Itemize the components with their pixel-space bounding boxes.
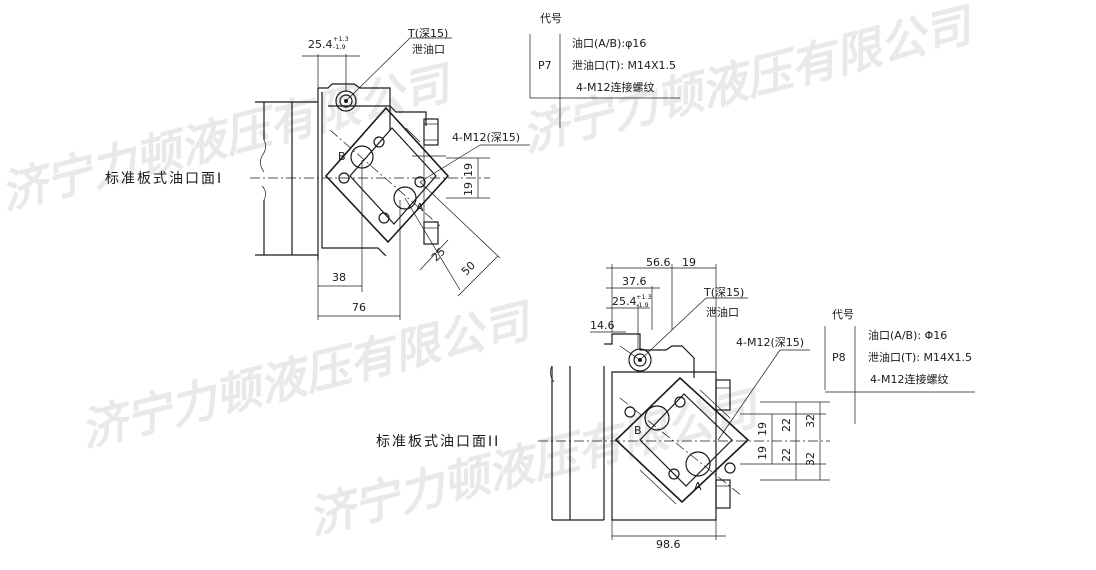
- view-2: [538, 264, 975, 540]
- watermark: 济宁力顿液压有限公司 济宁力顿液压有限公司 济宁力顿液压有限公司 济宁力顿液压有…: [0, 0, 981, 545]
- dim-19-1: 19: [462, 163, 475, 177]
- bolt-label-2: 4-M12(深15): [736, 336, 804, 349]
- spec-line-2: 4-M12连接螺纹: [870, 372, 948, 386]
- dim-25-4-2: 25.4: [612, 295, 637, 308]
- dim-19-2: 19: [756, 446, 769, 460]
- spec-line-2: 泄油口(T): M14X1.5: [868, 350, 972, 364]
- dim-19-2: 19: [756, 422, 769, 436]
- bolt-hole-1: [414, 176, 426, 188]
- port-b-label-1: B: [338, 150, 346, 163]
- dim-14-6-2: 14.6: [590, 319, 615, 332]
- dim-19-1: 19: [462, 182, 475, 196]
- dim-56-6-2: 56.6: [646, 256, 671, 269]
- dim-76-1: 76: [352, 301, 366, 314]
- face-label-2: 标准板式油口面II: [376, 434, 500, 450]
- bolt-hole-2: [668, 468, 680, 480]
- dim-tol-up-2: +1.3: [636, 293, 652, 301]
- port-a-label-1: A: [416, 201, 424, 214]
- spec-line-1: 4-M12连接螺纹: [576, 80, 654, 94]
- pump-body-1: [255, 88, 319, 260]
- spec-line-2: 油口(A/B): Φ16: [868, 328, 947, 342]
- bolt-hole-2: [724, 462, 736, 474]
- bolt-hole-2: [674, 396, 686, 408]
- t-port-2: [628, 348, 652, 372]
- code-1: P7: [538, 59, 552, 72]
- spec-table-2: [824, 326, 975, 424]
- dim-25-4-1: 25.4: [308, 38, 333, 51]
- pump-body-2: [550, 365, 605, 521]
- bolt-hole-1: [373, 136, 385, 148]
- dim-37-6-2: 37.6: [622, 275, 647, 288]
- watermark-text: 济宁力顿液压有限公司: [75, 293, 539, 458]
- drain-label-2: 泄油口: [706, 305, 739, 319]
- dim-98-6-2: 98.6: [656, 538, 681, 551]
- dim-tol-dn-2: -1.9: [636, 301, 649, 309]
- dim-22-2: 22: [780, 418, 793, 432]
- dim-tol-dn-1: -1.9: [333, 43, 346, 51]
- dim-32-2: 32: [804, 452, 817, 466]
- code-header-2: 代号: [832, 308, 854, 321]
- dim-38-1: 38: [332, 271, 346, 284]
- dim-22-2: 22: [780, 448, 793, 462]
- watermark-text: 济宁力顿液压有限公司: [0, 55, 459, 220]
- dim-32-2: 32: [804, 414, 817, 428]
- code-header-1: 代号: [540, 12, 562, 25]
- t-port-label-2: T(深15): [703, 286, 744, 299]
- dim-tol-up-1: +1.3: [333, 35, 349, 43]
- drain-label-1: 泄油口: [412, 42, 445, 56]
- bolt-hole-1: [378, 212, 390, 224]
- t-port-label-1: T(深15): [407, 27, 448, 40]
- bolt-label-1: 4-M12(深15): [452, 131, 520, 144]
- port-a-1: [393, 186, 417, 210]
- port-b-label-2: B: [634, 424, 642, 437]
- port-a-label-2: A: [694, 480, 702, 493]
- spec-line-1: 泄油口(T): M14X1.5: [572, 58, 676, 72]
- dim-50-1: 50: [459, 259, 478, 278]
- spec-table-1: [529, 34, 680, 128]
- spec-line-1: 油口(A/B):φ16: [572, 36, 646, 50]
- bolt-hole-2: [624, 406, 636, 418]
- view-1: [250, 34, 680, 320]
- dim-25-1: 25: [429, 245, 448, 264]
- face-label-1: 标准板式油口面I: [105, 171, 223, 187]
- port-a-2: [685, 451, 711, 477]
- dim-19-top-2: 19: [682, 256, 696, 269]
- code-2: P8: [832, 351, 846, 364]
